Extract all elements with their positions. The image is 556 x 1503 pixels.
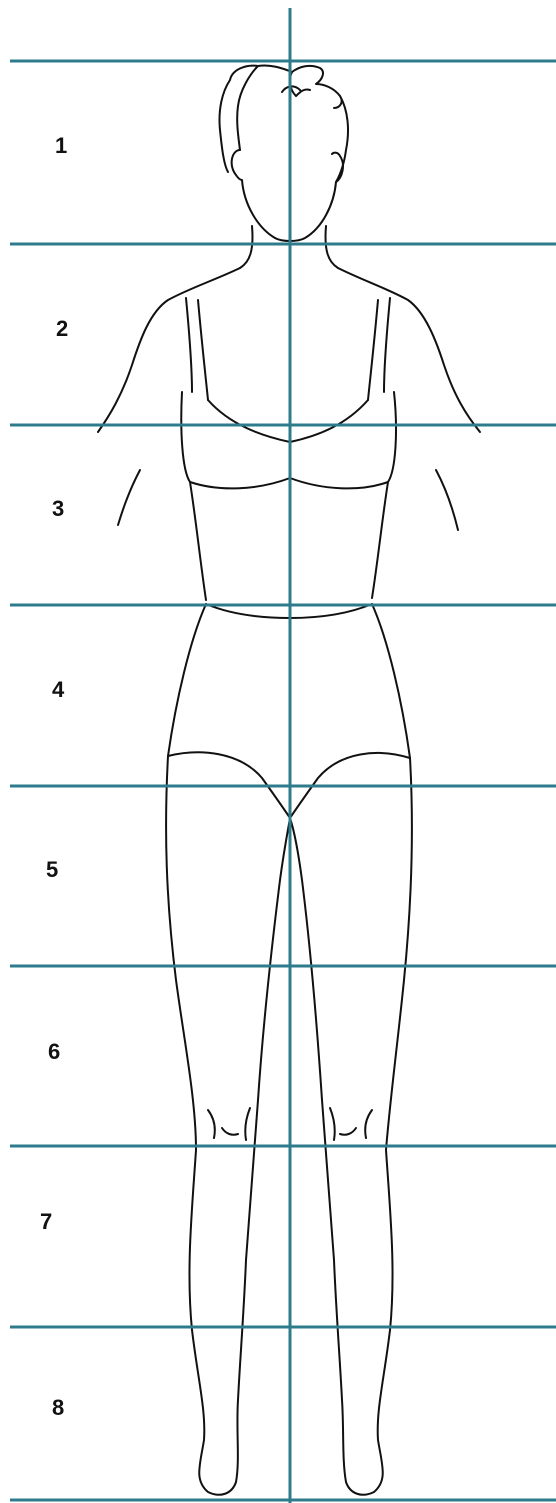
section-label-6: 6 xyxy=(48,1041,88,1063)
section-label-5: 5 xyxy=(46,859,86,881)
section-label-8: 8 xyxy=(52,1397,92,1419)
section-label-7: 7 xyxy=(40,1211,80,1233)
proportion-lines xyxy=(10,61,556,1500)
section-label-3: 3 xyxy=(52,498,92,520)
bra-straps xyxy=(186,298,390,400)
right-arm xyxy=(338,268,480,530)
left-arm xyxy=(98,268,240,525)
section-label-2: 2 xyxy=(56,318,96,340)
section-label-4: 4 xyxy=(52,679,92,701)
right-leg xyxy=(290,758,412,1495)
left-leg xyxy=(166,756,290,1495)
section-label-1: 1 xyxy=(55,135,95,157)
hair xyxy=(219,65,348,182)
